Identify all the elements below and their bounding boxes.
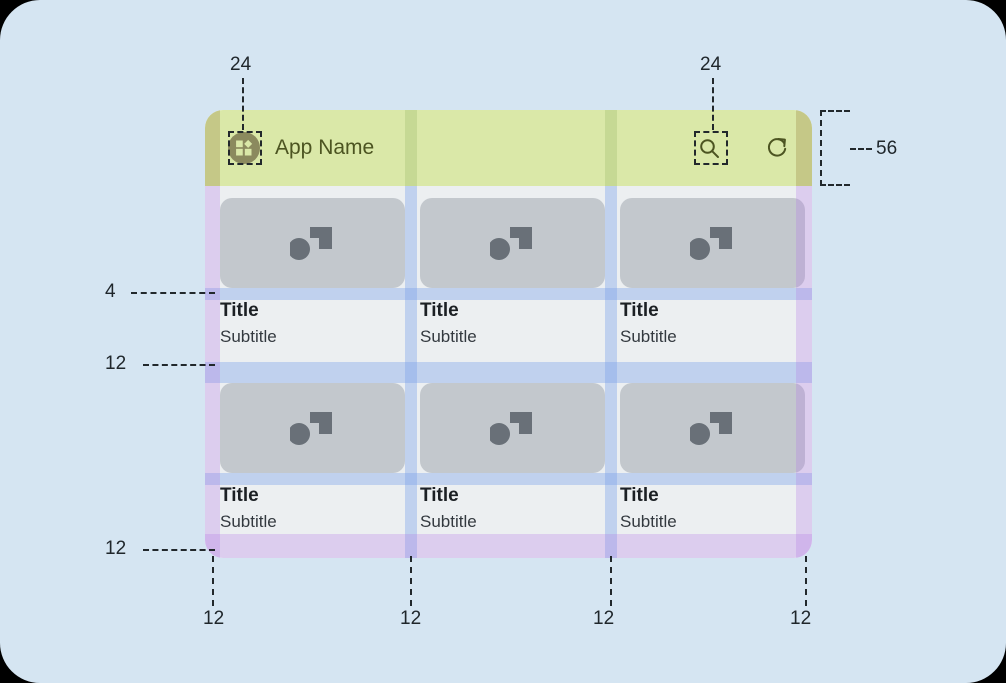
app-bar-title: App Name: [275, 136, 375, 159]
appbar-gutter-overlay-2: [605, 110, 617, 186]
card-title: Title: [420, 300, 459, 321]
card-title: Title: [620, 485, 659, 506]
leader-line-gutter-mid-1: [410, 556, 412, 606]
annotation-label-row-gap: 12: [105, 353, 127, 374]
card[interactable]: Title Subtitle: [420, 198, 605, 347]
annotation-label-media-title-gap: 4: [105, 281, 116, 302]
annotation-label-appbar-height: 56: [876, 138, 898, 159]
app-bar-logo-button[interactable]: [228, 132, 260, 164]
card[interactable]: Title Subtitle: [620, 198, 805, 347]
leader-line-gutter-left: [212, 556, 214, 606]
card-grid: Title Subtitle Title Subtitle: [220, 186, 812, 558]
annotation-label-search-target: 24: [700, 54, 722, 75]
refresh-icon: [767, 138, 787, 157]
card-media: [220, 198, 405, 288]
padding-overlay-left: [205, 186, 220, 558]
card-media: [620, 198, 805, 288]
card-subtitle: Subtitle: [620, 327, 677, 346]
card-media: [620, 383, 805, 473]
appbar-right-padding-overlay: [796, 110, 812, 186]
image-placeholder-icon: [289, 412, 332, 445]
card-subtitle: Subtitle: [220, 512, 277, 531]
image-placeholder-icon: [489, 412, 532, 445]
card-title: Title: [620, 300, 659, 321]
card-title: Title: [220, 300, 259, 321]
app-bar: App Name: [205, 110, 812, 186]
card[interactable]: Title Subtitle: [420, 383, 605, 532]
annotation-label-gutter-left: 12: [203, 608, 225, 629]
refresh-button[interactable]: [765, 136, 789, 160]
card-subtitle: Subtitle: [220, 327, 277, 346]
search-icon: [700, 139, 719, 158]
leader-line-gutter-right: [805, 556, 807, 606]
annotation-label-gutter-right: 12: [790, 608, 812, 629]
card-media: [420, 383, 605, 473]
leader-line-appbar-height: [850, 148, 872, 150]
leader-line-media-title-gap: [131, 292, 215, 294]
card-media: [420, 198, 605, 288]
image-placeholder-icon: [289, 227, 332, 260]
annotation-label-gutter-mid-2: 12: [593, 608, 615, 629]
card-subtitle: Subtitle: [420, 327, 477, 346]
annotation-label-bottom-padding: 12: [105, 538, 127, 559]
device-frame: App Name: [205, 110, 812, 558]
card-title: Title: [420, 485, 459, 506]
image-placeholder-icon: [689, 227, 732, 260]
card-grid-area: Title Subtitle Title Subtitle: [205, 186, 812, 558]
search-button[interactable]: [697, 136, 721, 160]
card-media: [220, 383, 405, 473]
card-title: Title: [220, 485, 259, 506]
card-subtitle: Subtitle: [420, 512, 477, 531]
leader-line-gutter-mid-2: [610, 556, 612, 606]
dimension-bracket-appbar-height: [820, 110, 850, 186]
appbar-gutter-overlay-1: [405, 110, 417, 186]
annotation-label-logo-target: 24: [230, 54, 252, 75]
card[interactable]: Title Subtitle: [620, 383, 805, 532]
widgets-icon: [228, 132, 260, 164]
image-placeholder-icon: [489, 227, 532, 260]
appbar-left-padding-overlay: [205, 110, 220, 186]
annotation-label-gutter-mid-1: 12: [400, 608, 422, 629]
card[interactable]: Title Subtitle: [220, 198, 405, 347]
card[interactable]: Title Subtitle: [220, 383, 405, 532]
card-subtitle: Subtitle: [620, 512, 677, 531]
image-placeholder-icon: [689, 412, 732, 445]
